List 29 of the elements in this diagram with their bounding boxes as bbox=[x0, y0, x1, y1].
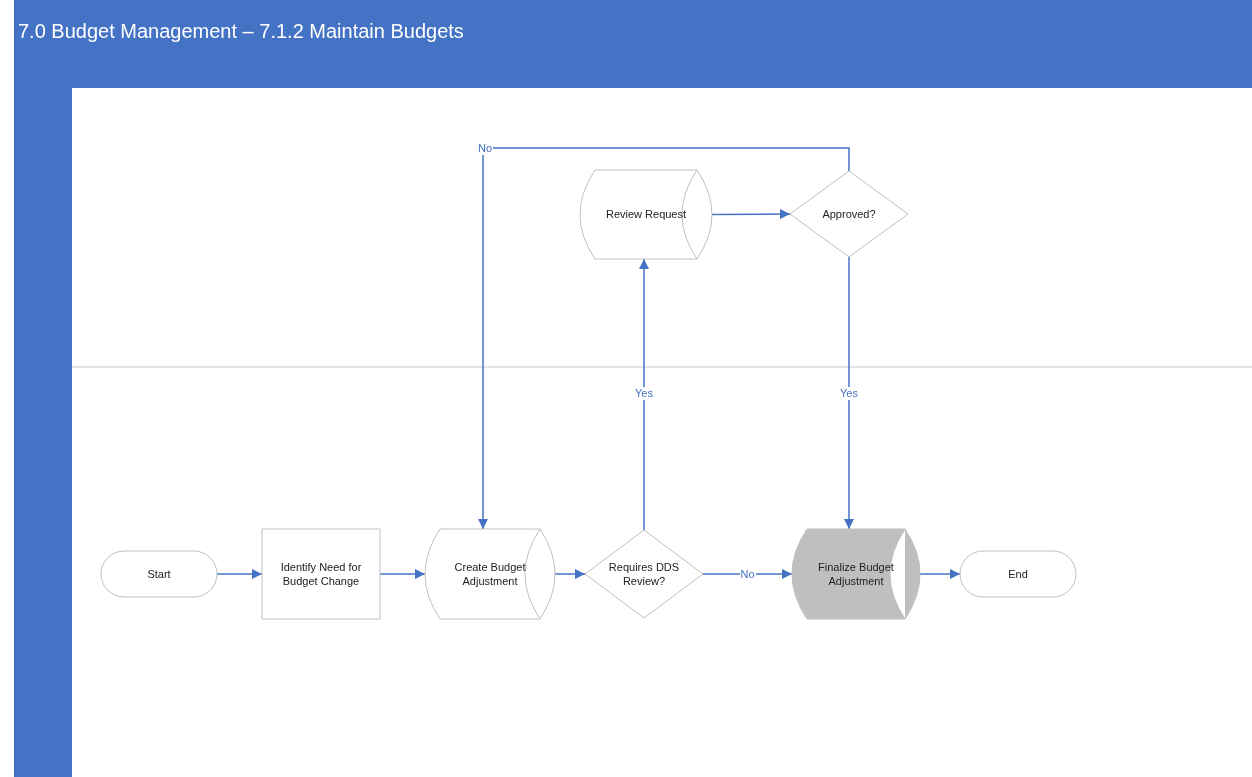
node-label: Identify Need for Budget Change bbox=[279, 559, 363, 589]
node-label: End bbox=[1008, 566, 1028, 582]
edge-label: No bbox=[739, 567, 756, 581]
process-box bbox=[262, 529, 380, 619]
title: 7.0 Budget Management – 7.1.2 Maintain Budgets bbox=[18, 20, 464, 43]
edge-label: Yes bbox=[634, 386, 654, 400]
arrow bbox=[478, 147, 850, 530]
node-label: Start bbox=[147, 566, 171, 582]
edge-label: No bbox=[477, 141, 494, 155]
arrow bbox=[216, 569, 263, 579]
arrow bbox=[379, 569, 426, 579]
arrow bbox=[711, 209, 791, 220]
node-label: Create Budget Adjustment bbox=[453, 559, 527, 589]
storage-drum bbox=[792, 529, 920, 619]
arrow bbox=[919, 569, 961, 579]
decision-diamond bbox=[790, 171, 908, 257]
terminator-shape bbox=[101, 551, 217, 597]
arrow bbox=[844, 256, 854, 530]
node-label: Finalize Budget Adjustment bbox=[817, 559, 895, 589]
node-label: Approved? bbox=[822, 206, 876, 222]
arrow bbox=[554, 569, 586, 579]
arrow bbox=[639, 258, 649, 531]
storage-drum bbox=[580, 170, 712, 259]
decision-diamond bbox=[585, 530, 703, 618]
storage-drum bbox=[425, 529, 555, 619]
node-label: Review Request bbox=[605, 207, 687, 222]
node-label: Requires DDS Review? bbox=[607, 559, 681, 589]
edge-label: Yes bbox=[839, 386, 859, 400]
terminator-shape bbox=[960, 551, 1076, 597]
